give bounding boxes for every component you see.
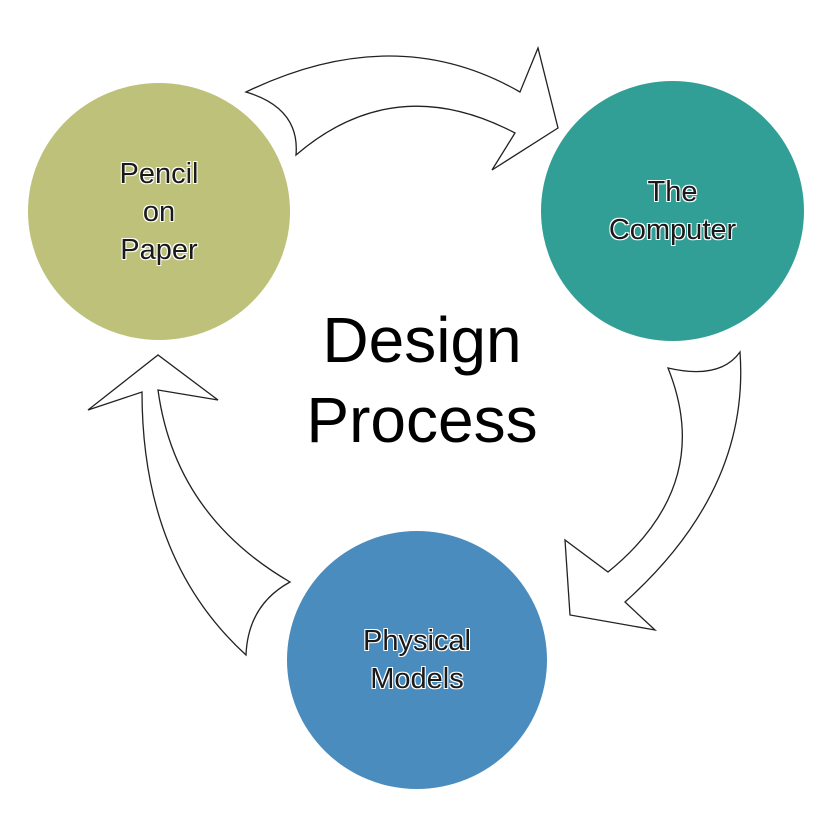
node-label: The bbox=[647, 176, 698, 208]
node-pencil-on-paper: Pencil on Paper bbox=[28, 83, 290, 340]
arrow-physical-to-pencil bbox=[87, 354, 292, 657]
node-label: on bbox=[142, 195, 176, 228]
node-label: Physical bbox=[363, 625, 471, 657]
diagram-title: Design Process bbox=[222, 300, 622, 460]
arrow-pencil-to-computer bbox=[244, 45, 559, 171]
node-label: Models bbox=[370, 663, 464, 695]
node-label: Pencil bbox=[119, 157, 199, 190]
node-label: Computer bbox=[608, 214, 737, 246]
arrow-computer-to-physical bbox=[564, 350, 742, 632]
title-line: Process bbox=[306, 384, 538, 456]
node-label: Paper bbox=[120, 233, 198, 266]
node-physical-models: Physical Models bbox=[287, 531, 547, 789]
node-the-computer: The Computer bbox=[541, 81, 804, 341]
title-line: Design bbox=[322, 304, 522, 376]
